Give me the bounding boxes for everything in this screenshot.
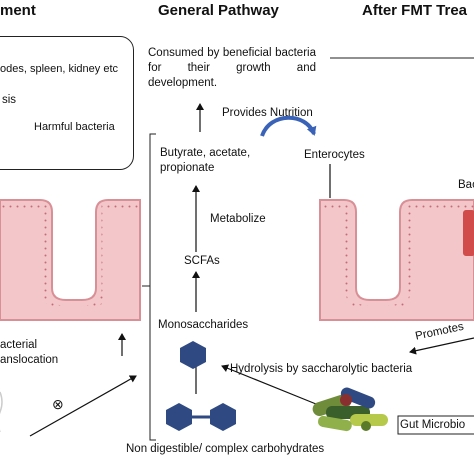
hexagon-chain-2 <box>210 403 236 431</box>
butyrate-label-1: Butyrate, acetate, <box>160 147 251 159</box>
hydrolysis-label: Hydrolysis by saccharolytic bacteria <box>230 363 413 375</box>
translocation-label: anslocation <box>0 354 59 366</box>
blocked-icon: ⊗ <box>52 396 64 412</box>
gut-microbiota-box <box>397 415 474 435</box>
hydrolysis-arrow <box>221 364 317 405</box>
nondigestible-label: Non digestible/ complex carbohydrates <box>126 443 325 455</box>
hexagon-chain-1 <box>166 403 192 431</box>
left-info-box <box>0 36 134 170</box>
harmful-bacteria-label: Harmful bacteria <box>34 121 115 133</box>
enterocytes-label: Enterocytes <box>304 149 365 161</box>
left-intestinal-villi <box>0 199 141 321</box>
red-bacteria-block <box>463 210 474 256</box>
bacterial-label: acterial <box>0 339 38 351</box>
gut-microbiota-cluster-icon <box>312 387 388 432</box>
curved-nutrition-arrow <box>260 115 317 137</box>
consumed-text: Consumed by beneficial bacteria for thei… <box>148 47 316 89</box>
header-right: After FMT Trea <box>362 2 468 19</box>
butyrate-label-2: propionate <box>160 162 215 174</box>
oval-label: sis <box>2 94 17 106</box>
organs-text: odes, spleen, kidney etc <box>0 63 119 75</box>
scfas-label: SCFAs <box>184 255 220 267</box>
gut-microbiota-label: Gut Microbio <box>400 419 466 431</box>
hexagon-monosaccharide <box>180 341 206 369</box>
promotes-arrow <box>409 337 474 355</box>
header-center: General Pathway <box>158 2 279 19</box>
pathway-bracket <box>149 133 156 441</box>
blocked-path-arrow <box>29 375 137 437</box>
metabolize-label: Metabolize <box>210 213 266 225</box>
bac-label: Bac <box>458 179 474 191</box>
header-left: ment <box>0 2 36 19</box>
provides-nutrition-label: Provides Nutrition <box>222 107 313 119</box>
right-intestinal-villi <box>319 199 474 321</box>
monosaccharides-label: Monosaccharides <box>158 319 249 331</box>
